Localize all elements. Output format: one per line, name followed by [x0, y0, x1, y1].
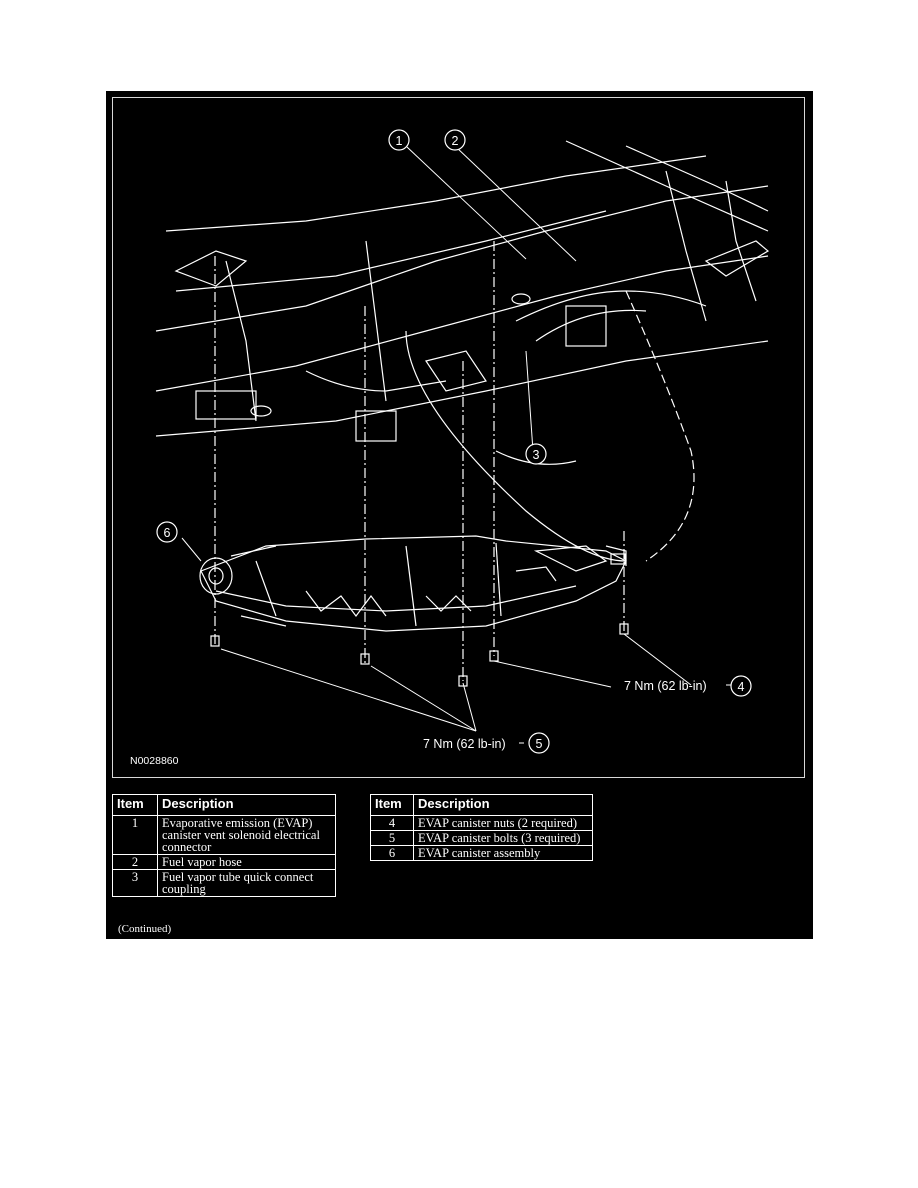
item-number: 2 — [112, 854, 158, 870]
callout-4-circle — [730, 675, 752, 697]
callout-6-circle — [156, 521, 178, 543]
legend-header-row: Item Description — [370, 794, 593, 816]
evap-canister-drawing — [199, 535, 627, 632]
vehicle-underbody-drawing — [155, 140, 770, 681]
item-number: 6 — [370, 845, 414, 861]
torque-spec-bolts: 7 Nm (62 lb-in) — [423, 737, 506, 751]
item-description: EVAP canister nuts (2 required) — [413, 815, 593, 831]
illustration-frame — [112, 97, 805, 778]
callout-circles — [156, 129, 752, 754]
callout-2-circle — [444, 129, 466, 151]
item-description: Evaporative emission (EVAP) canister ven… — [157, 815, 336, 855]
continued-note: (Continued) — [118, 923, 172, 935]
legend-table-left: Item Description 1 Evaporative emission … — [112, 794, 336, 897]
item-description: EVAP canister assembly — [413, 845, 593, 861]
item-description: EVAP canister bolts (3 required) — [413, 830, 593, 846]
torque-spec-nuts: 7 Nm (62 lb-in) — [624, 679, 707, 693]
description-header: Description — [413, 794, 593, 816]
callout-5-circle — [528, 732, 550, 754]
item-header: Item — [370, 794, 414, 816]
item-header: Item — [112, 794, 158, 816]
evap-canister-illustration: 1 2 3 4 5 6 7 Nm (62 lb-in) 7 Nm (62 lb-… — [130, 129, 770, 767]
item-number: 3 — [112, 869, 158, 897]
document-sheet: 1 2 3 4 5 6 7 Nm (62 lb-in) 7 Nm (62 lb-… — [106, 91, 813, 939]
callout-5-label: 5 — [536, 737, 543, 751]
fastener-marks — [210, 623, 629, 687]
table-row: 3 Fuel vapor tube quick connect coupling — [112, 869, 336, 897]
item-description: Fuel vapor tube quick connect coupling — [157, 869, 336, 897]
item-number: 4 — [370, 815, 414, 831]
legend-header-row: Item Description — [112, 794, 336, 816]
table-row: 1 Evaporative emission (EVAP) canister v… — [112, 815, 336, 855]
callout-2-label: 2 — [452, 134, 459, 148]
leader-lines — [181, 146, 732, 744]
callout-3-circle — [525, 443, 547, 465]
item-number: 5 — [370, 830, 414, 846]
table-row: 2 Fuel vapor hose — [112, 854, 336, 870]
table-row: 5 EVAP canister bolts (3 required) — [370, 830, 593, 846]
callout-6-label: 6 — [164, 526, 171, 540]
callout-1-label: 1 — [396, 134, 403, 148]
table-row: 6 EVAP canister assembly — [370, 845, 593, 861]
table-row: 4 EVAP canister nuts (2 required) — [370, 815, 593, 831]
legend-table-right: Item Description 4 EVAP canister nuts (2… — [370, 794, 593, 861]
callout-3-label: 3 — [533, 448, 540, 462]
callout-1-circle — [388, 129, 410, 151]
figure-code: N0028860 — [130, 755, 179, 767]
item-number: 1 — [112, 815, 158, 855]
description-header: Description — [157, 794, 336, 816]
callout-4-label: 4 — [738, 680, 745, 694]
item-description: Fuel vapor hose — [157, 854, 336, 870]
